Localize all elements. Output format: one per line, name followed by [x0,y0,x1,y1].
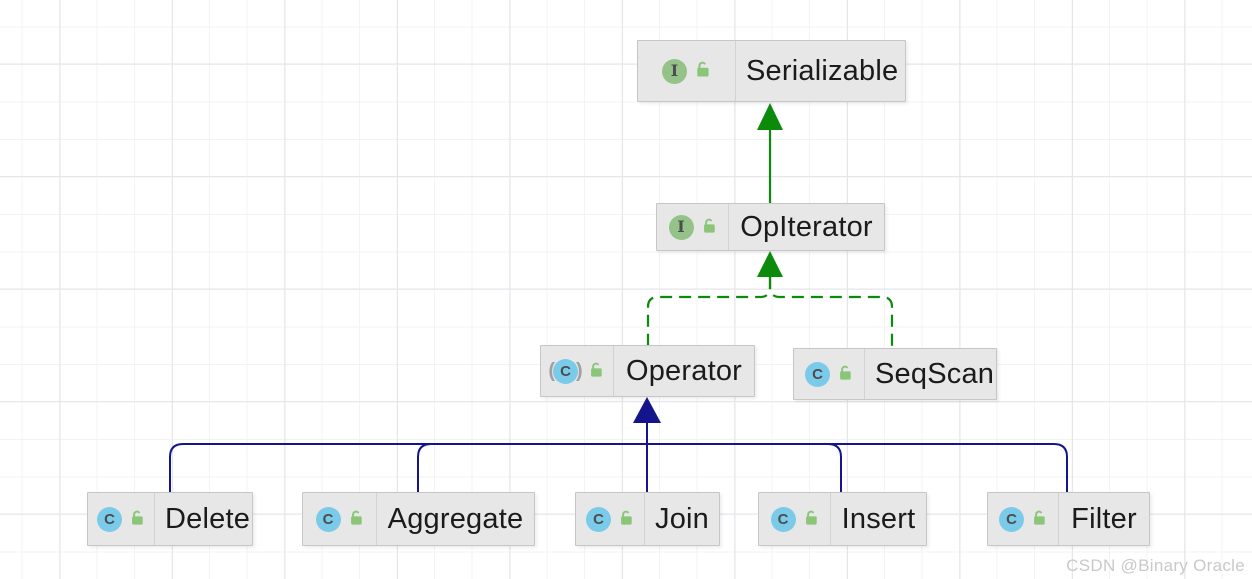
class-node-delete[interactable]: C Delete [87,492,253,546]
node-icon-cell: I [638,41,736,101]
node-icon-cell: ( C ) [541,346,614,396]
class-icon: C [586,506,611,532]
lock-icon [703,218,715,233]
edge-seqscan-opiterator [768,277,894,348]
node-label: Aggregate [387,502,524,535]
class-icon: C [805,361,830,387]
node-label: Serializable [746,54,899,87]
class-icon: C [770,506,796,532]
class-node-aggregate[interactable]: C Aggregate [302,492,535,546]
lock-icon [697,61,709,77]
node-label: Filter [1071,502,1137,535]
lock-icon [840,365,851,380]
edge-operator-opiterator [646,251,783,345]
edge-opiterator-serializable [757,103,783,203]
lock-icon [805,510,817,525]
class-icon: C [999,506,1024,532]
node-icon-cell: C [303,493,377,545]
watermark-text: CSDN @Binary Oracle [1066,556,1245,575]
interface-icon: I [662,58,687,84]
abstract-class-icon: ( C ) [548,358,583,384]
node-icon-cell: I [657,204,729,250]
class-icon: C [97,506,122,532]
lock-icon [350,510,362,525]
node-label: SeqScan [875,357,995,390]
interface-icon: I [668,214,694,240]
node-label: Operator [625,354,743,387]
class-node-filter[interactable]: C Filter [987,492,1150,546]
node-label: Join [655,502,709,535]
class-node-operator[interactable]: ( C ) Operator [540,345,755,397]
node-icon-cell: C [88,493,155,545]
lock-icon [621,510,632,525]
class-node-insert[interactable]: C Insert [758,492,927,546]
node-icon-cell: C [759,493,831,545]
class-node-join[interactable]: C Join [575,492,720,546]
node-label: Insert [841,502,916,535]
class-node-opiterator[interactable]: I OpIterator [656,203,885,251]
node-icon-cell: C [576,493,645,545]
class-icon: C [315,506,341,532]
class-node-serializable[interactable]: I Serializable [637,40,906,102]
node-icon-cell: C [794,349,865,399]
edge-subclasses-operator [169,397,1068,492]
node-label: Delete [165,502,251,535]
class-node-seqscan[interactable]: C SeqScan [793,348,997,400]
lock-icon [1034,510,1045,525]
node-icon-cell: C [988,493,1059,545]
lock-icon [132,510,143,525]
node-label: OpIterator [740,210,873,243]
lock-icon [590,362,602,377]
